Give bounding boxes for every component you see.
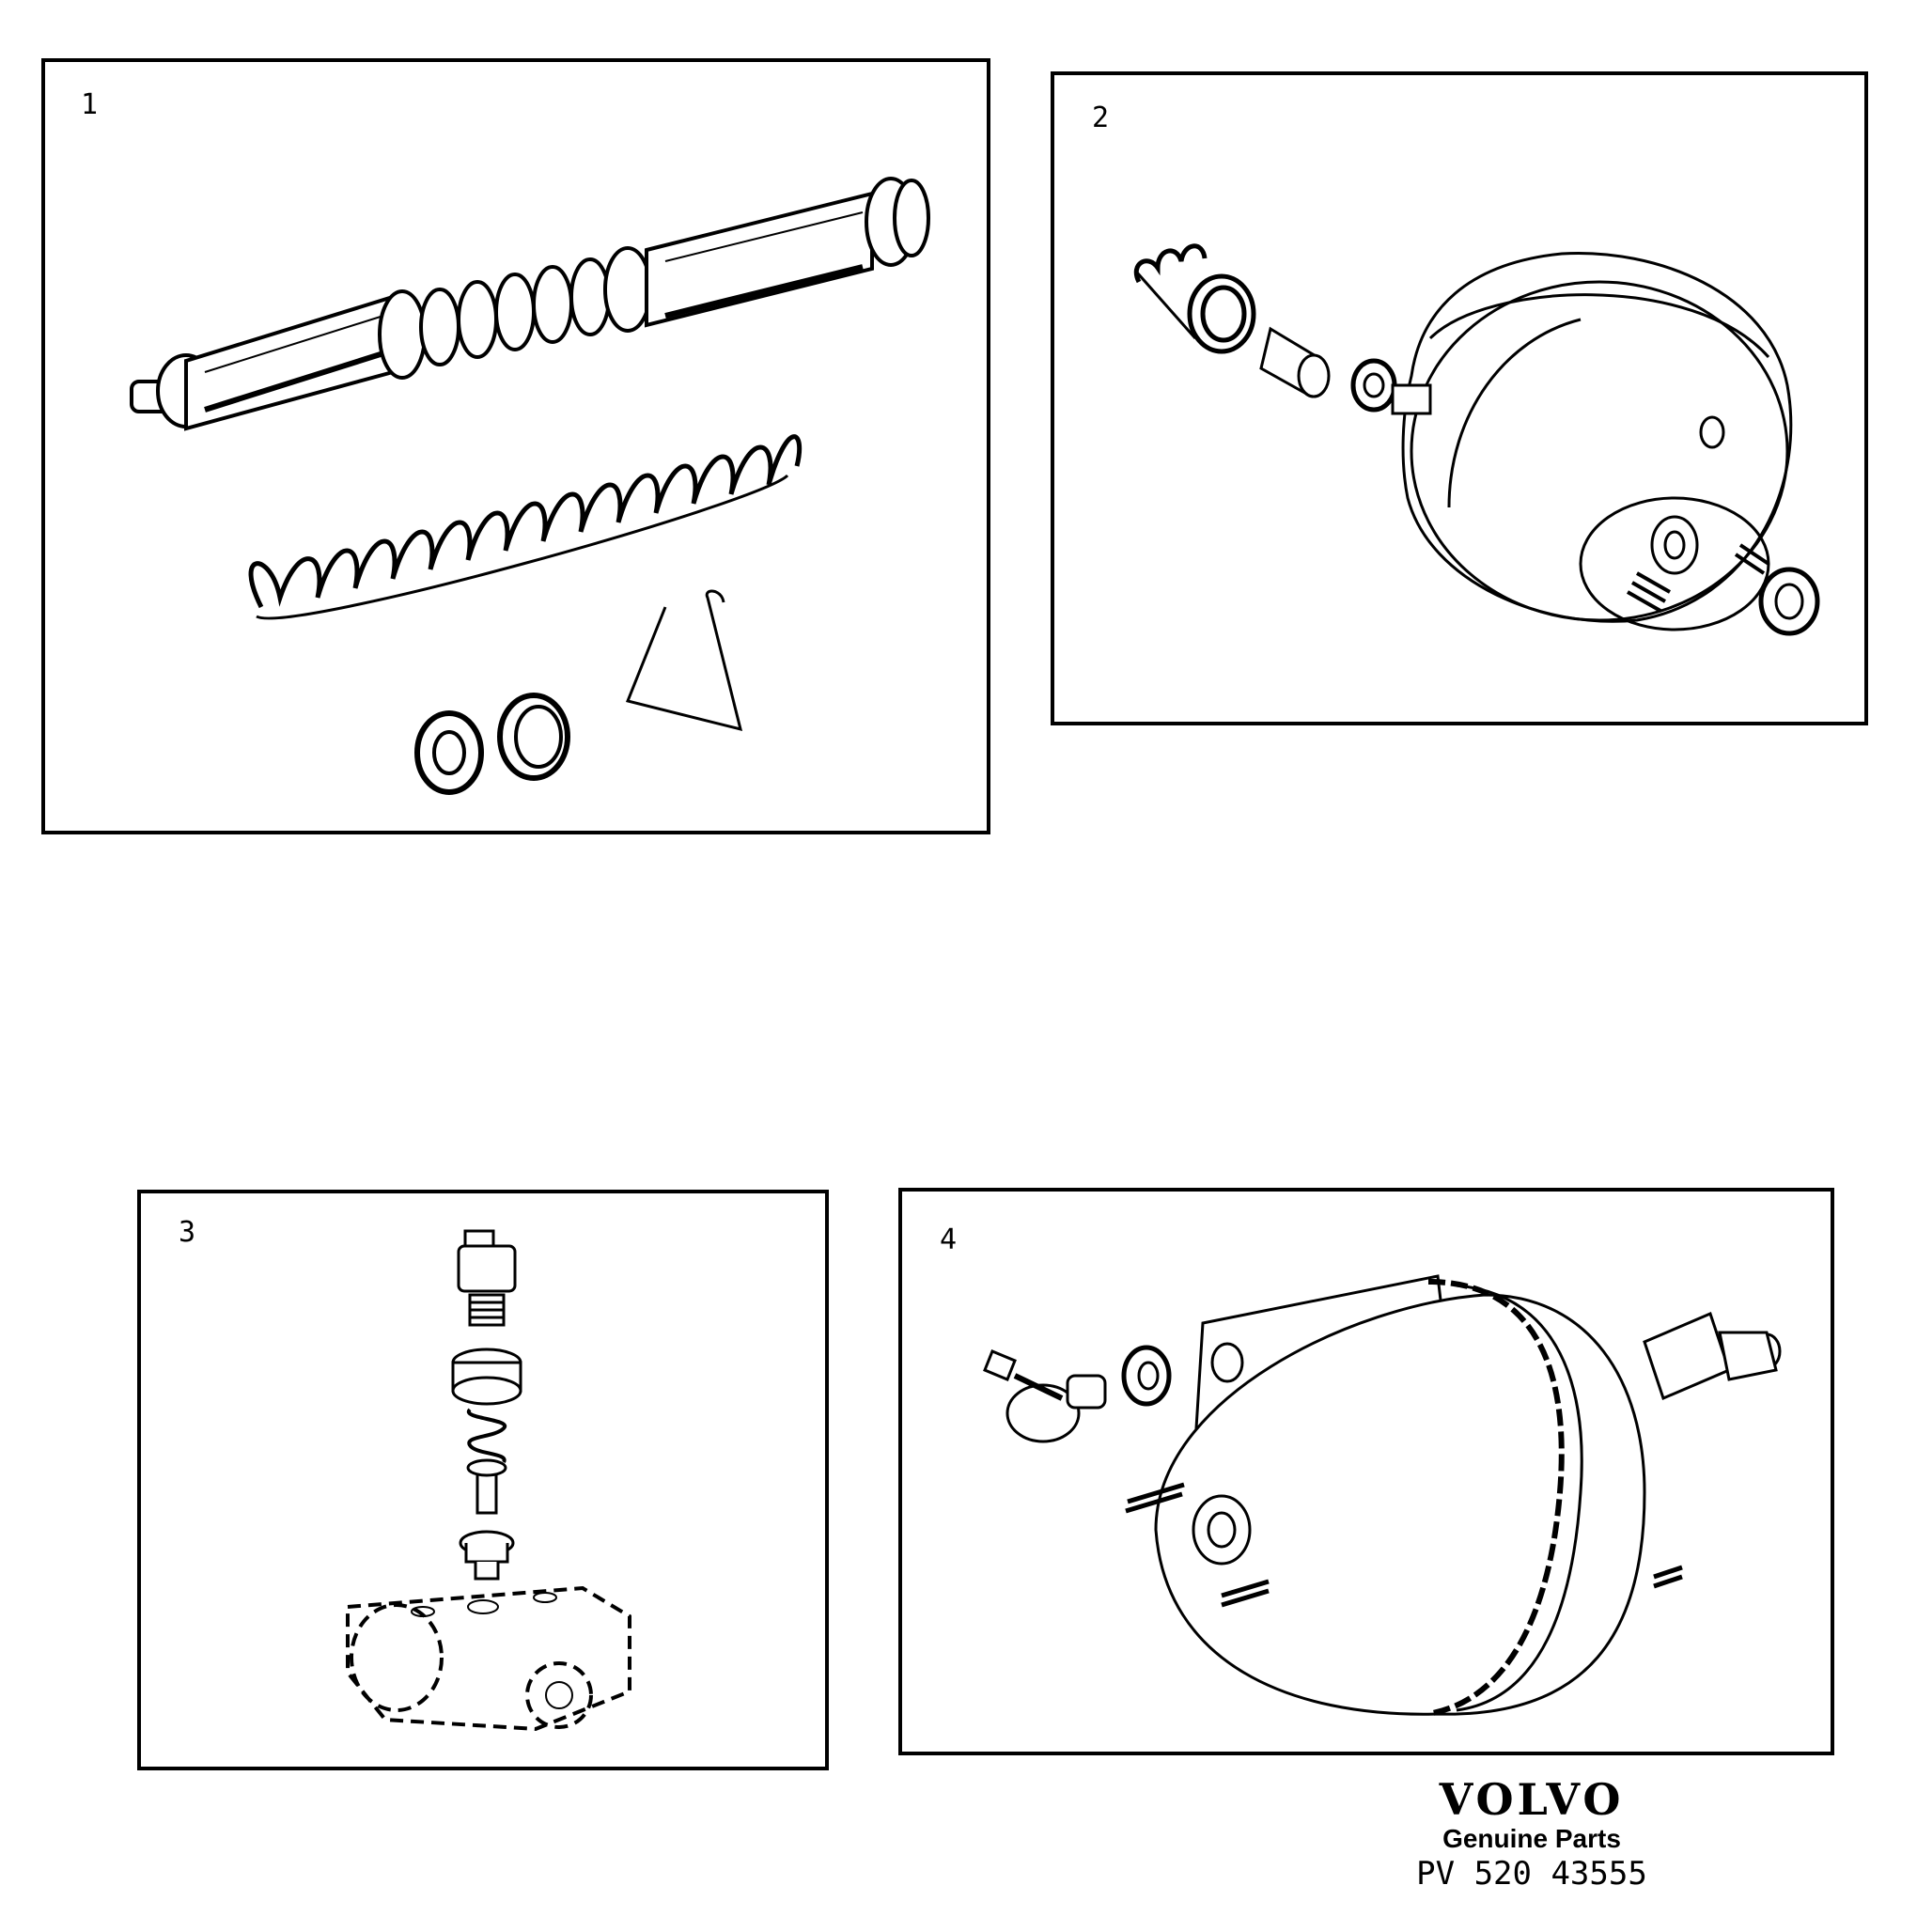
dust-boot (1134, 243, 1256, 354)
retaining-clip (625, 589, 743, 732)
servo-unit-illustration (983, 1274, 1782, 1717)
panel-3: 3 (137, 1190, 829, 1770)
panel-2: 2 (1051, 71, 1868, 725)
booster-body (1391, 251, 1793, 631)
volvo-logo: VOLVO (1439, 1774, 1625, 1825)
part-number-code: PV 520 43555 (1416, 1855, 1647, 1893)
piston-rod (130, 177, 930, 431)
panel-2-number: 2 (1092, 101, 1110, 134)
panel-3-number: 3 (179, 1216, 196, 1249)
housing-ports (411, 1592, 573, 1709)
valve-housing (346, 1585, 631, 1732)
return-spring (248, 434, 803, 620)
servo-body (1125, 1274, 1782, 1717)
panel-1: 1 (41, 58, 990, 834)
booster-seal (1758, 567, 1820, 636)
panel-4: 4 (898, 1188, 1834, 1755)
check-valve-illustration (346, 1229, 631, 1732)
bushing (1259, 326, 1397, 413)
panel-4-number: 4 (940, 1223, 958, 1256)
panel-1-number: 1 (81, 88, 99, 121)
brand-subtitle: Genuine Parts (1442, 1824, 1621, 1853)
valve-components (451, 1229, 522, 1581)
brand-block: VOLVO Genuine Parts PV 520 43555 (1344, 1776, 1720, 1893)
brake-booster-illustration (1134, 243, 1820, 636)
vacuum-connector (983, 1345, 1172, 1443)
seal-rings (414, 693, 570, 795)
piston-kit-illustration (130, 177, 930, 795)
